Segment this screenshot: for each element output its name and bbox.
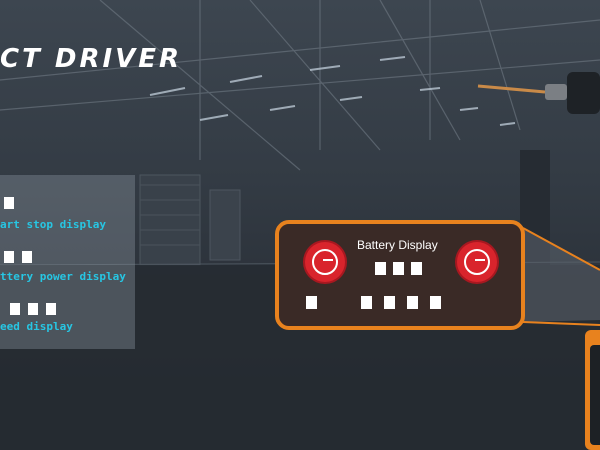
battery-indicator xyxy=(375,262,386,275)
indicator-square xyxy=(4,197,14,209)
battery-display-panel: Battery Display xyxy=(275,220,525,330)
legend-item-speed: eed display xyxy=(0,320,73,333)
speed-indicator xyxy=(407,296,418,309)
battery-indicator xyxy=(393,262,404,275)
right-power-button xyxy=(457,242,497,282)
speed-indicator xyxy=(430,296,441,309)
power-button-icon xyxy=(464,249,490,275)
display-legend: art stop display ttery power display eed… xyxy=(0,175,135,349)
product-title: CT DRIVER xyxy=(0,44,183,74)
indicator-square xyxy=(28,303,38,315)
panel-title: Battery Display xyxy=(357,238,438,252)
left-power-button xyxy=(305,242,345,282)
indicator-square xyxy=(4,251,14,263)
power-button-icon xyxy=(312,249,338,275)
indicator-square xyxy=(10,303,20,315)
legend-item-battery-power: ttery power display xyxy=(0,270,126,283)
battery-indicator xyxy=(411,262,422,275)
speed-indicator xyxy=(361,296,372,309)
indicator-square xyxy=(46,303,56,315)
legend-item-start-stop: art stop display xyxy=(0,218,106,231)
start-stop-indicator xyxy=(306,296,317,309)
indicator-square xyxy=(22,251,32,263)
speed-indicator xyxy=(384,296,395,309)
